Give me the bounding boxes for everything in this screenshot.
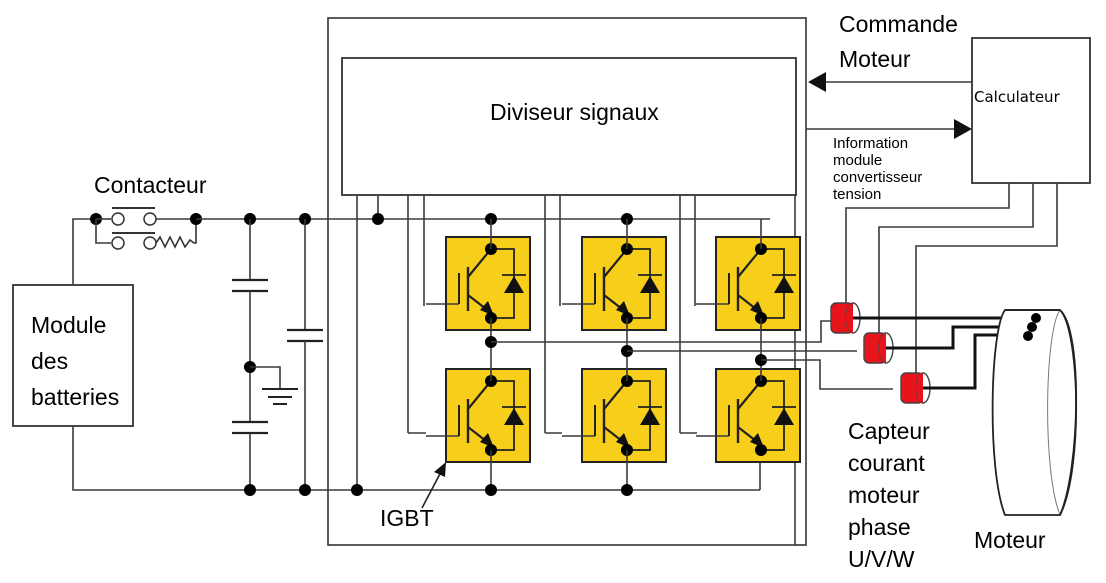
sensor-label-line1: Capteur: [848, 418, 930, 444]
command-label-line2: Moteur: [839, 46, 911, 72]
igbt-lower-u: [424, 367, 532, 464]
sensor-signal-lines: [845, 183, 1058, 373]
info-label-line1: Information: [833, 135, 909, 152]
computer-box: [971, 37, 1091, 184]
battery-negative-wire: [72, 426, 355, 491]
battery-label-line3: batteries: [31, 384, 120, 410]
sensor-label-line3: moteur: [848, 482, 920, 508]
battery-label-line2: des: [31, 348, 69, 374]
motor: [991, 309, 1078, 516]
igbt-pointer-arrow: [421, 469, 443, 509]
contactor-label: Contacteur: [94, 172, 207, 198]
sensor-label-line4: phase: [848, 514, 911, 540]
capacitor-stack: [232, 213, 298, 496]
info-label-line4: tension: [833, 186, 882, 203]
command-label-line1: Commande: [839, 11, 958, 37]
info-label-line2: module: [833, 152, 883, 169]
signal-divider-box: [341, 57, 797, 196]
command-arrowhead: [808, 72, 826, 92]
igbt-label: IGBT: [380, 505, 434, 531]
contactor: [90, 207, 202, 250]
battery-positive-wire: [72, 218, 96, 285]
info-arrowhead: [954, 119, 972, 139]
computer-label: Calculateur: [974, 88, 1060, 106]
sensor-label-line2: courant: [848, 450, 925, 476]
igbt-upper-u: [424, 235, 532, 332]
igbt-upper-v: [560, 235, 668, 332]
igbt-upper-w: [694, 235, 802, 332]
converter-enclosure: [327, 17, 807, 546]
precharge-resistor: [155, 219, 197, 249]
igbt-lower-v: [560, 367, 668, 464]
motor-label: Moteur: [974, 527, 1046, 553]
igbt-lower-w: [694, 367, 802, 464]
sensor-label-line5: U/V/W: [848, 546, 915, 572]
battery-module-box: [12, 284, 134, 427]
signal-divider-label: Diviseur signaux: [490, 99, 659, 125]
filter-capacitor: [287, 213, 323, 496]
battery-label-line1: Module: [31, 312, 107, 338]
info-label-line3: convertisseur: [833, 169, 923, 186]
phase-legs: [485, 213, 893, 496]
